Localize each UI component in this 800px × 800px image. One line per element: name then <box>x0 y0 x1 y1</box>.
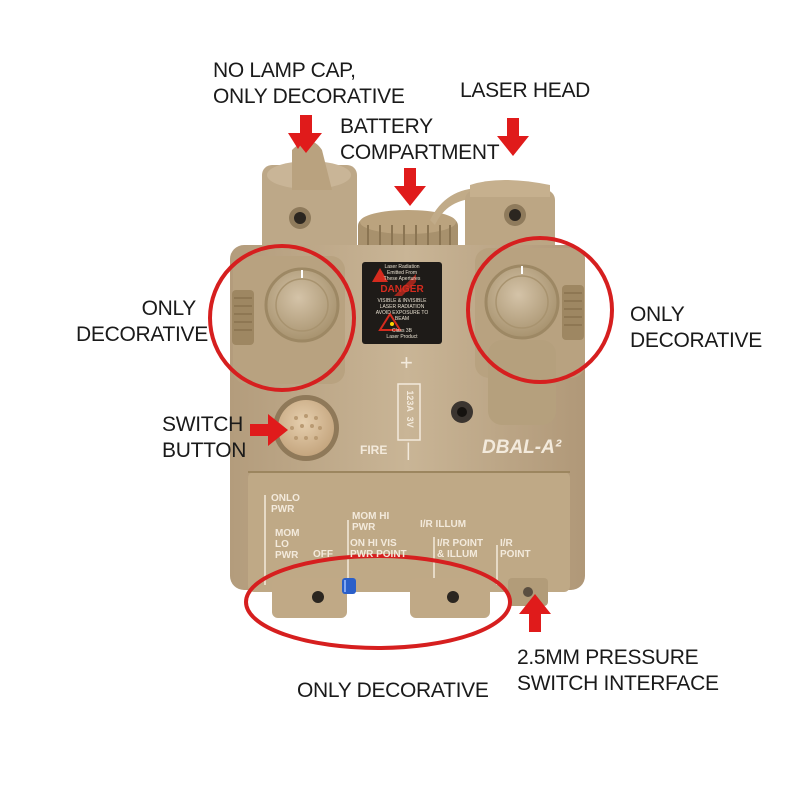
warning-danger: DANGER <box>380 284 424 295</box>
warning-line-7: BEAM <box>394 316 410 322</box>
arrow-down-lamp-cap <box>288 115 322 153</box>
model-label: DBAL-A² <box>482 437 562 458</box>
callout-lamp-cap: NO LAMP CAP, ONLY DECORATIVE <box>213 59 405 108</box>
warning-line-6: AVOID EXPOSURE TO <box>375 310 429 316</box>
bottom-right-block <box>410 578 490 618</box>
plus-label: + <box>400 350 413 375</box>
mode-on-hi-vis: ON HI VIS PWR POINT <box>350 538 407 560</box>
highlight-circle-left <box>208 244 356 392</box>
mode-mom-lo-pwr: MOM LO PWR <box>275 528 300 561</box>
minus-label: | <box>406 440 411 460</box>
battery-spec-label: 123A 3V <box>405 390 415 428</box>
pressure-switch-port <box>508 578 548 606</box>
body-screw <box>451 401 473 423</box>
warning-line-9: Laser Product <box>386 334 418 340</box>
arrow-right-switch <box>250 414 288 446</box>
warning-line-2: Emitted From <box>386 270 417 276</box>
warning-line-1: Laser Radiation <box>384 264 420 270</box>
mode-ir-illum: I/R ILLUM <box>420 519 467 530</box>
lamp-cap <box>262 141 357 260</box>
warning-line-8: Class 3B <box>391 328 412 334</box>
laser-head <box>465 180 555 260</box>
highlight-ellipse-bottom <box>244 554 512 650</box>
callout-switch-button: SWITCH BUTTON <box>162 413 247 462</box>
warning-line-4: VISIBLE & INVISIBLE <box>377 298 427 304</box>
mode-ir-point-illum: I/R POINT & ILLUM <box>437 538 484 560</box>
callout-laser-head: LASER HEAD <box>460 79 591 102</box>
fire-button[interactable] <box>273 395 339 461</box>
laser-warning-label <box>362 262 442 344</box>
left-knob-housing <box>232 256 345 384</box>
warning-text: Laser Radiation Emitted From These Apert… <box>364 264 440 340</box>
arrow-up-pressure-switch <box>519 594 551 632</box>
bottom-left-block <box>272 578 347 618</box>
mode-on-lo-pwr: ONLO PWR <box>271 493 300 515</box>
highlight-circle-right <box>466 236 614 384</box>
arrow-down-laser-head <box>497 118 529 156</box>
callout-only-decorative-bottom: ONLY DECORATIVE <box>297 679 489 702</box>
callout-only-decorative-left: ONLY DECORATIVE <box>76 297 208 346</box>
battery-spec-box <box>397 383 421 441</box>
callout-battery: BATTERY COMPARTMENT <box>340 115 500 164</box>
warning-line-3: These Apertures <box>383 276 421 282</box>
mode-ir-point: I/R POINT <box>500 538 531 560</box>
mode-mom-hi-pwr: MOM HI PWR <box>352 511 390 533</box>
callout-pressure-switch: 2.5MM PRESSURE SWITCH INTERFACE <box>517 646 719 695</box>
right-knob-housing <box>475 248 585 425</box>
mode-selector-knob[interactable] <box>342 578 356 594</box>
warning-line-5: LASER RADIATION <box>379 304 425 310</box>
mode-off: OFF <box>313 549 333 560</box>
fire-label: FIRE <box>360 443 388 457</box>
callout-only-decorative-right: ONLY DECORATIVE <box>630 303 762 352</box>
arrow-down-battery <box>394 168 426 206</box>
